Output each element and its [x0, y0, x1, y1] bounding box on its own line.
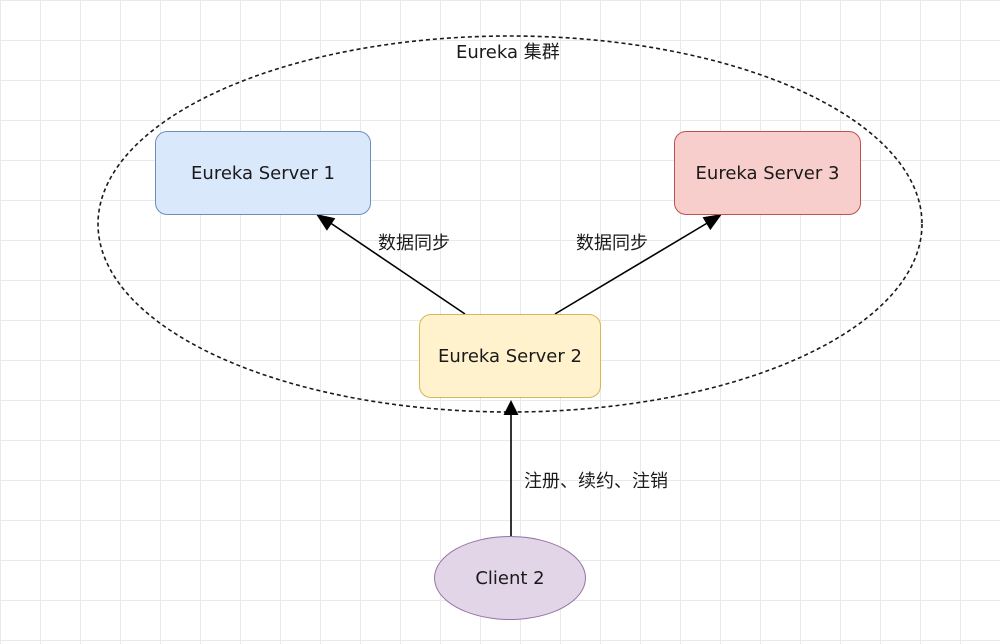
node-label-server1: Eureka Server 1 [191, 162, 335, 184]
cluster-title: Eureka 集群 [456, 42, 560, 63]
edge-label-sync-right: 数据同步 [576, 233, 648, 254]
node-eureka-server-2[interactable]: Eureka Server 2 [419, 314, 601, 398]
sync-edge-to-server3 [554, 221, 710, 315]
client-arrowhead-server2 [503, 400, 519, 415]
edge-label-sync-left: 数据同步 [378, 233, 450, 254]
sync-arrowhead-server3 [702, 214, 722, 231]
node-label-server3: Eureka Server 3 [695, 162, 840, 184]
edge-label-client-ops: 注册、续约、注销 [524, 471, 668, 492]
sync-arrowhead-server1 [316, 214, 336, 231]
node-eureka-server-1[interactable]: Eureka Server 1 [155, 131, 371, 215]
node-eureka-server-3[interactable]: Eureka Server 3 [674, 131, 861, 215]
node-label-server2: Eureka Server 2 [438, 345, 582, 367]
sync-edge-to-server1 [328, 221, 466, 315]
cluster-boundary [97, 35, 923, 413]
node-client-2[interactable]: Client 2 [434, 536, 586, 620]
node-label-client: Client 2 [475, 567, 545, 589]
